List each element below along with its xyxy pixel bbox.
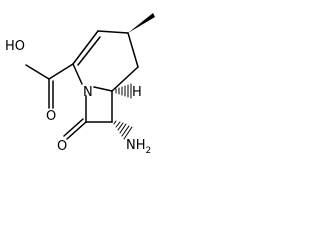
hash-bond-h: [115, 83, 132, 99]
bond-c5-c6: [111, 66, 139, 92]
bond-c2-c3-double-a: [72, 30, 99, 65]
lactam-oxygen-label: O: [57, 139, 67, 154]
molecule-structure: HO O N O H NH2: [5, 13, 155, 156]
bond-c8-o-double-b: [63, 118, 84, 137]
bond-c6-n: [93, 86, 113, 92]
bond-c-c2: [48, 63, 74, 80]
methyl-wedge-bond: [128, 13, 155, 33]
bond-c4-c5: [127, 32, 139, 68]
amino-label: NH2: [126, 138, 151, 156]
bond-n-c2: [72, 63, 83, 85]
bond-c-oh: [25, 64, 50, 80]
ring-nitrogen-label: N: [83, 85, 93, 100]
hash-bond-nh2: [113, 120, 133, 140]
bond-c8-o-double-a: [66, 121, 87, 140]
hydroxyl-label: HO: [5, 39, 25, 54]
carboxyl-oxygen-label: O: [46, 109, 56, 124]
amino-nh-text: NH: [126, 138, 146, 153]
bond-c2-c3-double-b: [77, 36, 101, 66]
bond-c3-c4: [97, 30, 129, 34]
amino-subscript: 2: [146, 146, 152, 156]
stereo-hydrogen-label: H: [132, 85, 142, 100]
